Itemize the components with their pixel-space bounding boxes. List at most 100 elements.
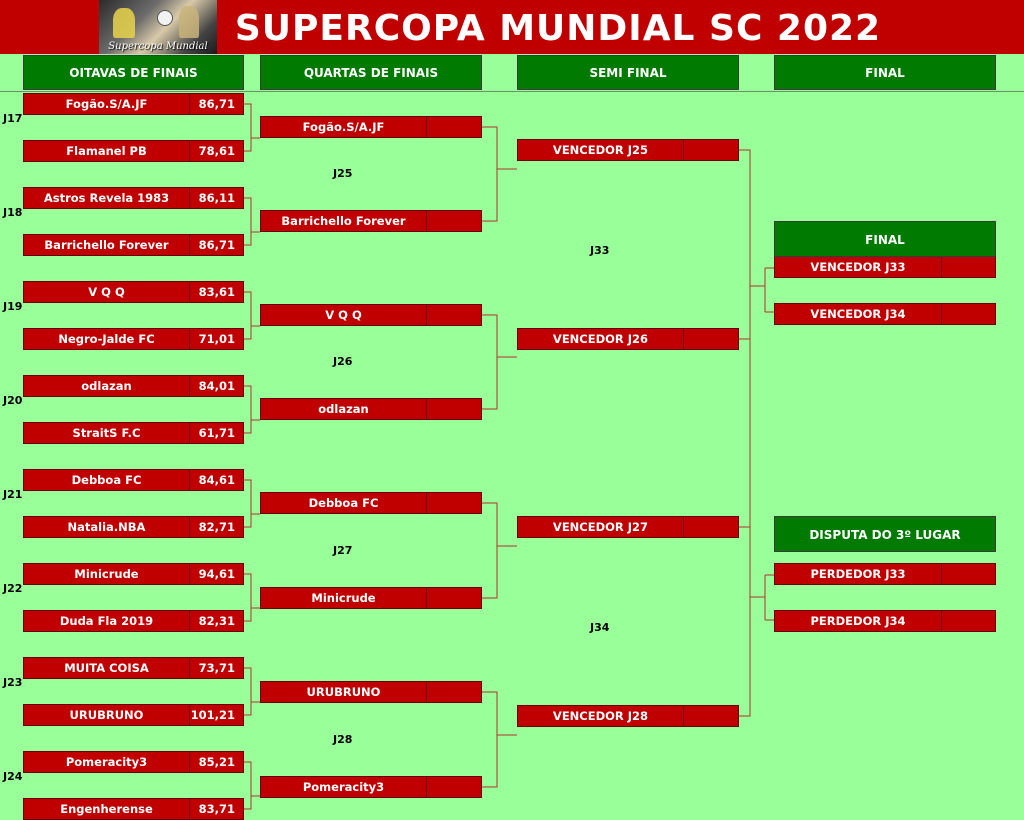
- header-separator: [0, 91, 1024, 92]
- bracket-connector: [244, 291, 260, 340]
- team-name: Duda Fla 2019: [59, 614, 154, 628]
- team-score: 83,61: [189, 282, 243, 302]
- page-header: Supercopa Mundial SUPERCOPA MUNDIAL SC 2…: [0, 0, 1024, 54]
- team-score: [683, 517, 738, 537]
- team-name: Flamanel PB: [66, 144, 147, 158]
- round-of-16-team[interactable]: Debboa FC 84,61: [23, 469, 244, 491]
- team-score: [426, 493, 481, 513]
- final-team[interactable]: VENCEDOR J34: [774, 303, 996, 325]
- quarter-final-team[interactable]: Debboa FC: [260, 492, 482, 514]
- bracket-connector: [244, 385, 260, 434]
- logo: Supercopa Mundial: [99, 0, 217, 54]
- team-name: Debboa FC: [71, 473, 142, 487]
- team-score: 71,01: [189, 329, 243, 349]
- column-header-semi-final: SEMI FINAL: [517, 55, 739, 90]
- final-panel-title: FINAL: [774, 221, 996, 257]
- quarter-final-team[interactable]: odlazan: [260, 398, 482, 420]
- third-place-team[interactable]: PERDEDOR J34: [774, 610, 996, 632]
- game-label: J22: [3, 582, 23, 595]
- team-score: 101,21: [189, 705, 243, 725]
- game-label: J23: [3, 676, 23, 689]
- player-figure-icon: [113, 8, 135, 38]
- semi-final-team[interactable]: VENCEDOR J28: [517, 705, 739, 727]
- game-label: J27: [333, 544, 353, 557]
- third-place-team[interactable]: PERDEDOR J33: [774, 563, 996, 585]
- team-name: VENCEDOR J28: [552, 709, 649, 723]
- round-of-16-team[interactable]: URUBRUNO 101,21: [23, 704, 244, 726]
- round-of-16-team[interactable]: Barrichello Forever 86,71: [23, 234, 244, 256]
- bracket-connector: [739, 149, 774, 717]
- team-score: [683, 706, 738, 726]
- team-score: 94,61: [189, 564, 243, 584]
- bracket-connector: [244, 761, 260, 810]
- team-name: URUBRUNO: [306, 685, 381, 699]
- quarter-final-team[interactable]: Fogão.S/A.JF: [260, 116, 482, 138]
- team-score: 86,71: [189, 235, 243, 255]
- round-of-16-team[interactable]: StraitS F.C 61,71: [23, 422, 244, 444]
- semi-final-team[interactable]: VENCEDOR J27: [517, 516, 739, 538]
- team-name: odlazan: [81, 379, 132, 393]
- team-name: Minicrude: [74, 567, 139, 581]
- team-score: 83,71: [189, 799, 243, 819]
- third-place-panel-title: DISPUTA DO 3º LUGAR: [774, 516, 996, 552]
- round-of-16-team[interactable]: MUITA COISA 73,71: [23, 657, 244, 679]
- bracket-connector: [244, 667, 260, 716]
- team-score: [941, 257, 995, 277]
- team-name: Pomeracity3: [65, 755, 148, 769]
- team-score: [941, 611, 995, 631]
- bracket-connector: [482, 314, 517, 410]
- quarter-final-team[interactable]: V Q Q: [260, 304, 482, 326]
- game-label: J33: [590, 244, 610, 257]
- team-score: 78,61: [189, 141, 243, 161]
- team-name: Debboa FC: [308, 496, 379, 510]
- quarter-final-team[interactable]: Barrichello Forever: [260, 210, 482, 232]
- round-of-16-team[interactable]: Astros Revela 1983 86,11: [23, 187, 244, 209]
- team-name: V Q Q: [325, 308, 362, 322]
- semi-final-team[interactable]: VENCEDOR J25: [517, 139, 739, 161]
- team-score: [426, 682, 481, 702]
- game-label: J34: [590, 621, 610, 634]
- team-name: StraitS F.C: [72, 426, 141, 440]
- team-name: VENCEDOR J33: [810, 260, 906, 274]
- quarter-final-team[interactable]: Minicrude: [260, 587, 482, 609]
- game-label: J19: [3, 300, 23, 313]
- logo-text: Supercopa Mundial: [108, 41, 208, 52]
- team-name: Barrichello Forever: [44, 238, 169, 252]
- bracket-connector: [244, 197, 260, 246]
- team-name: Pomeracity3: [302, 780, 385, 794]
- column-header-quarter-finals: QUARTAS DE FINAIS: [260, 55, 482, 90]
- team-name: PERDEDOR J34: [810, 614, 906, 628]
- round-of-16-team[interactable]: Fogão.S/A.JF 86,71: [23, 93, 244, 115]
- team-score: [941, 564, 995, 584]
- team-name: Astros Revela 1983: [43, 191, 170, 205]
- round-of-16-team[interactable]: Minicrude 94,61: [23, 563, 244, 585]
- team-name: MUITA COISA: [64, 661, 149, 675]
- final-team[interactable]: VENCEDOR J33: [774, 256, 996, 278]
- column-header-final: FINAL: [774, 55, 996, 90]
- team-score: 61,71: [189, 423, 243, 443]
- quarter-final-team[interactable]: URUBRUNO: [260, 681, 482, 703]
- quarter-final-team[interactable]: Pomeracity3: [260, 776, 482, 798]
- round-of-16-team[interactable]: Flamanel PB 78,61: [23, 140, 244, 162]
- team-score: 84,61: [189, 470, 243, 490]
- team-score: 82,71: [189, 517, 243, 537]
- team-name: PERDEDOR J33: [810, 567, 906, 581]
- column-header-round-of-16: OITAVAS DE FINAIS: [23, 55, 244, 90]
- team-name: URUBRUNO: [69, 708, 144, 722]
- team-score: 86,11: [189, 188, 243, 208]
- game-label: J24: [3, 770, 23, 783]
- team-score: 73,71: [189, 658, 243, 678]
- semi-final-team[interactable]: VENCEDOR J26: [517, 328, 739, 350]
- game-label: J26: [333, 355, 353, 368]
- team-name: Fogão.S/A.JF: [65, 97, 148, 111]
- team-score: 86,71: [189, 94, 243, 114]
- bracket-connector: [482, 691, 517, 788]
